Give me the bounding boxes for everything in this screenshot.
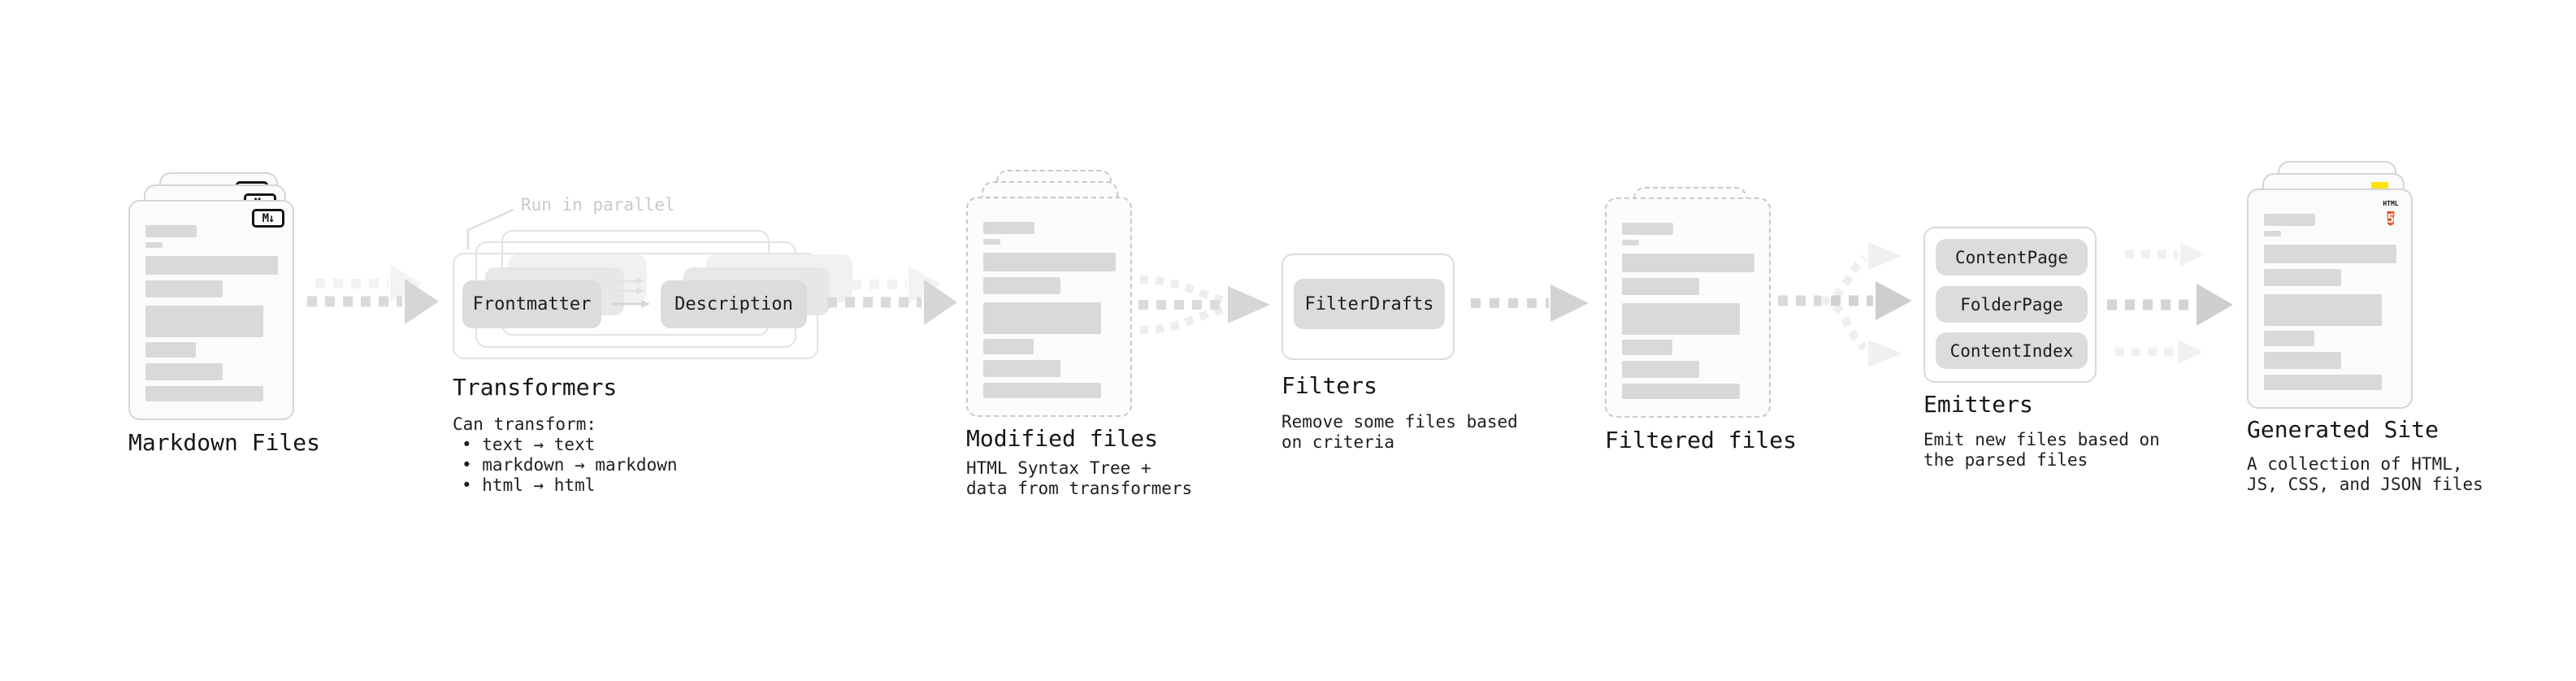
contentpage-pill: ContentPage xyxy=(1936,239,2088,275)
placeholder-bar xyxy=(145,225,197,237)
generated-sub-line: JS, CSS, and JSON files xyxy=(2247,475,2483,494)
flow-arrow-fork-to-emitters xyxy=(1778,242,1912,367)
placeholder-bar xyxy=(2264,245,2396,263)
filters-sub-line: Remove some files based xyxy=(1281,412,1518,432)
emitters-sub-line: the parsed files xyxy=(1923,450,2088,470)
placeholder-bar xyxy=(1622,240,1639,245)
flow-arrow-transformers-to-modified xyxy=(827,266,957,325)
javascript-icon xyxy=(2371,182,2388,189)
modified-sub-line: HTML Syntax Tree + xyxy=(966,458,1151,478)
filters-sub-line: on criteria xyxy=(1281,432,1395,452)
placeholder-bar xyxy=(1622,384,1740,399)
modified-files-description: HTML Syntax Tree + data from transformer… xyxy=(966,458,1192,499)
placeholder-bar xyxy=(983,239,1000,245)
generated-sub-line: A collection of HTML, xyxy=(2247,454,2463,474)
filters-label: Filters xyxy=(1281,372,1378,399)
flow-arrow-md-to-transformers xyxy=(307,265,439,324)
can-transform-caption: Can transform: xyxy=(453,414,597,434)
transformers-label: Transformers xyxy=(453,374,618,401)
placeholder-bar xyxy=(983,383,1101,398)
placeholder-bar xyxy=(1622,303,1740,335)
emitters-label: Emitters xyxy=(1923,391,2033,418)
transform-bullet: • text → text xyxy=(462,435,596,454)
transform-bullet: • html → html xyxy=(462,475,596,495)
placeholder-bar xyxy=(1622,223,1673,235)
transformers-description: Can transform: • text → text • markdown … xyxy=(453,414,678,496)
markdown-icon: M↓ xyxy=(252,209,284,228)
placeholder-bar xyxy=(145,256,278,275)
generated-site-description: A collection of HTML, JS, CSS, and JSON … xyxy=(2247,454,2483,495)
flow-arrow-filters-to-filtered xyxy=(1471,284,1589,322)
filterdrafts-pill: FilterDrafts xyxy=(1294,279,1445,329)
run-in-parallel-leader-line xyxy=(466,208,514,249)
generated-site-label: Generated Site xyxy=(2247,416,2439,443)
placeholder-bar xyxy=(2264,352,2341,369)
flow-arrow-merge-to-filters xyxy=(1138,275,1270,334)
placeholder-bar xyxy=(145,386,263,401)
contentindex-pill: ContentIndex xyxy=(1936,332,2088,369)
placeholder-bar xyxy=(983,360,1060,377)
placeholder-bar xyxy=(145,280,223,297)
emitters-sub-line: Emit new files based on xyxy=(1923,430,2160,449)
placeholder-bar xyxy=(2264,214,2315,226)
run-in-parallel-note: Run in parallel xyxy=(521,195,675,215)
markdown-files-label: Markdown Files xyxy=(128,429,321,456)
html5-shield: 5 xyxy=(2387,211,2395,226)
placeholder-bar xyxy=(983,302,1101,334)
description-pill: Description xyxy=(661,280,807,328)
placeholder-bar xyxy=(145,363,223,380)
parallel-arrows-icon xyxy=(610,277,650,308)
placeholder-bar xyxy=(2264,331,2314,346)
markdown-doc-front: M↓ xyxy=(128,200,294,420)
placeholder-bar xyxy=(2264,375,2382,390)
transform-bullet: • markdown → markdown xyxy=(462,455,678,475)
generated-doc-front: HTML 5 xyxy=(2247,189,2413,409)
modified-sub-line: data from transformers xyxy=(966,479,1193,498)
placeholder-bar xyxy=(1622,254,1754,272)
emitters-box: ContentPage FolderPage ContentIndex xyxy=(1923,227,2097,383)
placeholder-bar xyxy=(2264,294,2382,326)
placeholder-bar xyxy=(2264,269,2341,286)
placeholder-bar xyxy=(1622,340,1672,355)
placeholder-bar xyxy=(983,253,1116,271)
frontmatter-pill: Frontmatter xyxy=(462,280,601,328)
modified-doc-front xyxy=(966,197,1132,417)
placeholder-bar xyxy=(1622,278,1699,295)
filters-description: Remove some files based on criteria xyxy=(1281,412,1518,453)
placeholder-bar xyxy=(983,339,1034,354)
html5-word: HTML xyxy=(2383,200,2399,207)
html5-icon: HTML 5 xyxy=(2380,193,2401,228)
placeholder-bar xyxy=(1622,361,1699,378)
placeholder-bar xyxy=(983,222,1034,234)
placeholder-bar xyxy=(2264,231,2281,236)
folderpage-pill: FolderPage xyxy=(1936,286,2088,323)
placeholder-bar xyxy=(983,277,1060,294)
modified-files-label: Modified files xyxy=(966,425,1159,452)
filtered-doc-front xyxy=(1605,197,1771,418)
placeholder-bar xyxy=(145,306,263,337)
filtered-files-label: Filtered files xyxy=(1605,427,1798,453)
placeholder-bar xyxy=(145,342,196,358)
flow-arrows-emitters-to-site xyxy=(2107,242,2233,364)
emitters-description: Emit new files based on the parsed files xyxy=(1923,430,2160,471)
placeholder-bar xyxy=(145,242,163,248)
